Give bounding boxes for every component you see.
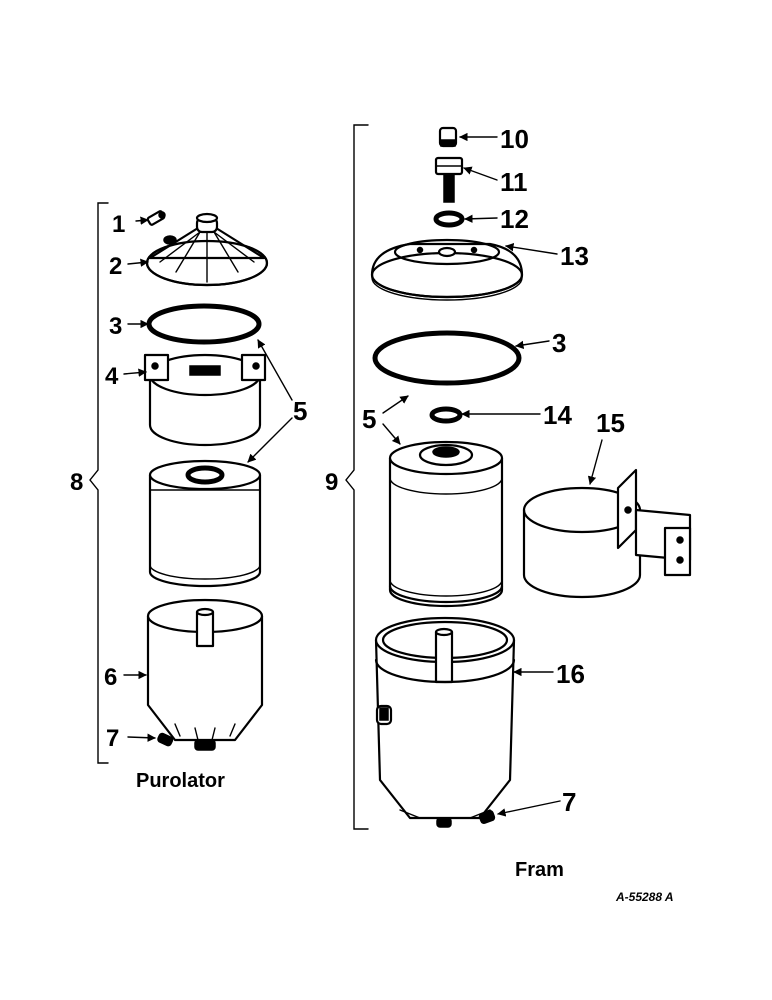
- callout-6: 6: [104, 664, 117, 691]
- callout-11: 11: [500, 167, 528, 197]
- part-10-cap: [438, 126, 458, 148]
- part-2-cover: [145, 212, 269, 287]
- part-16-bowl: [374, 616, 516, 828]
- part-14-oring: [429, 406, 463, 424]
- part-7-drain-plug-fram: [478, 810, 496, 824]
- callout-10: 10: [500, 124, 529, 154]
- callout-2: 2: [109, 253, 122, 280]
- callout-12: 12: [500, 204, 529, 234]
- callout-3-fram: 3: [552, 328, 566, 358]
- part-3-gasket: [146, 303, 262, 345]
- callout-3: 3: [109, 313, 122, 340]
- callout-5: 5: [293, 396, 307, 426]
- bracket-9: [345, 124, 369, 830]
- part-4-band: [143, 353, 267, 447]
- bracket-8: [89, 202, 109, 764]
- part-11-bolt: [434, 156, 464, 203]
- part-6-bowl: [146, 598, 264, 751]
- group-label-9: 9: [325, 469, 338, 496]
- part-5-element: [148, 459, 262, 588]
- part-13-cover: [370, 238, 524, 301]
- part-12-washer: [433, 210, 465, 228]
- callout-16: 16: [556, 659, 585, 689]
- callout-1: 1: [112, 211, 125, 238]
- reference-code: A-55288 A: [615, 890, 674, 904]
- callout-7-fram: 7: [562, 787, 576, 817]
- fram-caption: Fram: [515, 859, 564, 881]
- part-3-gasket-fram: [372, 330, 522, 386]
- callout-15: 15: [596, 408, 625, 438]
- group-label-8: 8: [70, 469, 83, 496]
- part-5-element-fram: [388, 440, 504, 608]
- part-7-drain-plug: [157, 732, 174, 747]
- fram-assembly: 10 11 12 13 3 5 14 15 16 7 9 Fram: [325, 124, 692, 881]
- callout-13: 13: [560, 241, 589, 271]
- purolator-assembly: 1 2 3 4 5 6 7 8 Purolator: [70, 202, 307, 792]
- part-15-band: [522, 468, 692, 599]
- callout-14: 14: [543, 400, 572, 430]
- purolator-caption: Purolator: [136, 770, 225, 792]
- callout-4: 4: [105, 363, 119, 390]
- callout-7: 7: [106, 725, 119, 752]
- callout-5-fram: 5: [362, 404, 376, 434]
- part-1-petcock: [146, 210, 166, 226]
